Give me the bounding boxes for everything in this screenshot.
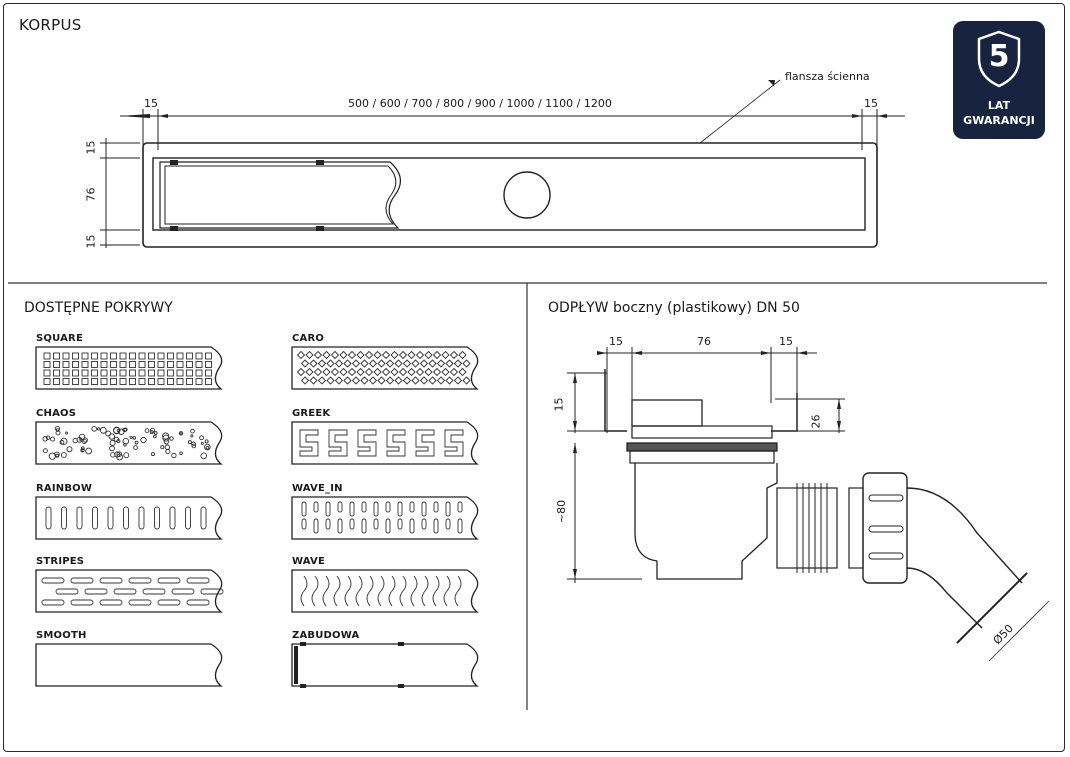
shield-icon	[977, 30, 1021, 88]
dim-left: 15	[144, 97, 158, 110]
outlet-title: ODPŁYW boczny (plastikowy) DN 50	[548, 300, 800, 316]
korpus-title: KORPUS	[19, 16, 82, 34]
cover-plain-cover	[35, 643, 223, 687]
cover-label-greek: GREEK	[292, 408, 331, 419]
cover-square-pattern	[35, 346, 223, 390]
cover-label-zabudowa: ZABUDOWA	[292, 630, 360, 641]
korpus-drawing	[100, 79, 905, 248]
outlet-dim-height: 26	[809, 414, 823, 429]
dim-lengths: 500 / 600 / 700 / 800 / 900 / 1000 / 110…	[348, 97, 612, 110]
cover-diamond-pattern	[291, 346, 479, 390]
cover-label-chaos: CHAOS	[36, 408, 77, 419]
covers-title: DOSTĘPNE POKRYWY	[24, 300, 173, 316]
cover-label-caro: CARO	[292, 333, 325, 344]
outlet-dim-right: 15	[779, 335, 793, 348]
badge-number: 5	[988, 39, 1010, 74]
cover-random-dots-pattern	[35, 421, 223, 465]
outlet-dim-middle: 76	[697, 335, 711, 348]
cover-label-wave: WAVE	[292, 556, 326, 567]
outlet-drawing	[567, 347, 1050, 662]
cover-label-stripes: STRIPES	[36, 556, 85, 567]
flange-label: flansza ścienna	[785, 70, 870, 83]
badge-line2: GWARANCJI	[963, 114, 1035, 127]
cover-slots-wave-pattern	[291, 496, 479, 540]
cover-label-rainbow: RAINBOW	[36, 483, 93, 494]
outlet-dim-total: ~80	[555, 499, 569, 524]
cover-label-wave-in: WAVE_IN	[292, 483, 343, 494]
cover-label-square: SQUARE	[36, 333, 83, 344]
cover-greek-key-pattern	[291, 421, 479, 465]
cover-horizontal-slots-pattern	[35, 569, 224, 613]
outlet-dim-flange: 15	[552, 397, 566, 412]
cover-wave-pattern	[291, 569, 479, 613]
cover-tile-in-cover	[291, 642, 479, 688]
covers-drawings	[35, 346, 479, 688]
outlet-dim-left: 15	[609, 335, 623, 348]
page-frame	[3, 3, 1065, 752]
dim-right: 15	[864, 97, 878, 110]
badge-line1: LAT	[987, 99, 1011, 112]
cover-label-smooth: SMOOTH	[36, 630, 87, 641]
cover-vertical-slots-pattern	[35, 496, 223, 540]
warranty-badge: 5 LAT GWARANCJI	[953, 21, 1045, 139]
